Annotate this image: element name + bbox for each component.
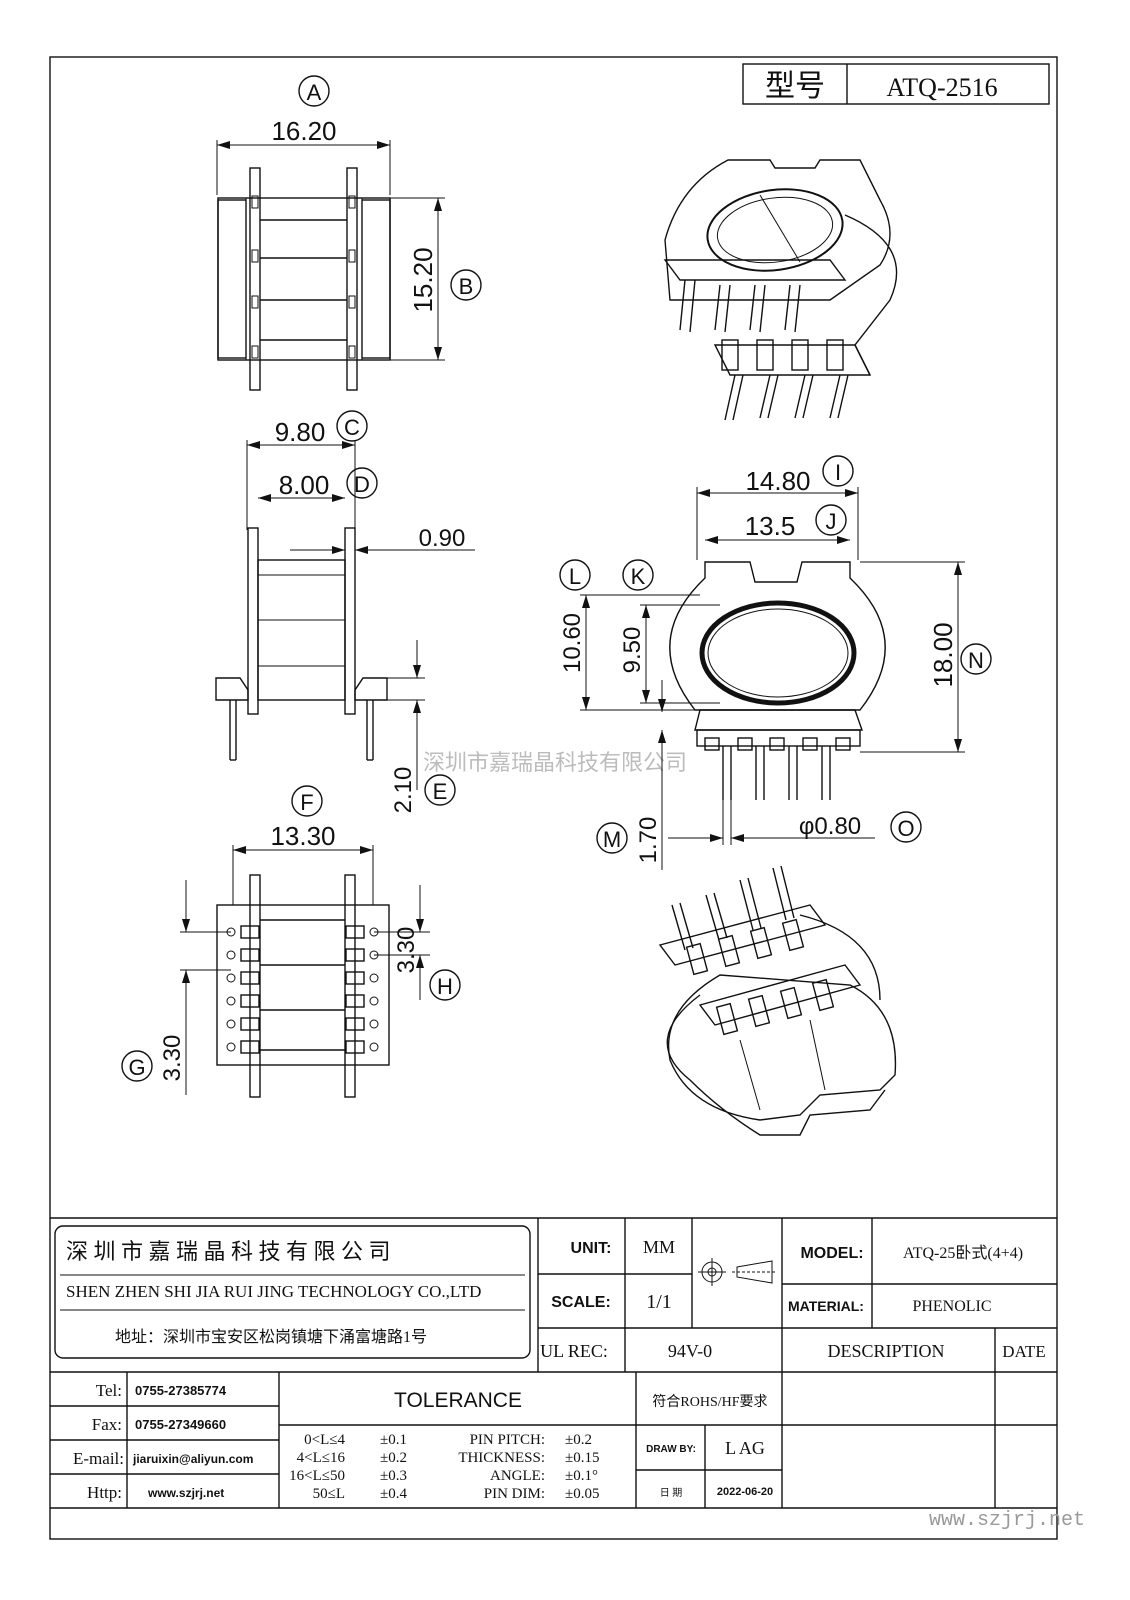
tol-item-value-3: ±0.05	[565, 1486, 599, 1502]
dim-c: 9.80	[275, 417, 326, 447]
marker-h: H	[437, 974, 453, 999]
title-block: 深 圳 市 嘉 瑞 晶 科 技 有 限 公 司 SHEN ZHEN SHI JI…	[50, 1217, 1057, 1509]
scale-label: SCALE:	[551, 1294, 611, 1311]
tol-item-1: THICKNESS:	[458, 1450, 545, 1466]
ul-label: UL REC:	[540, 1341, 608, 1361]
tol-item-0: PIN PITCH:	[470, 1432, 545, 1448]
marker-e: E	[433, 779, 448, 804]
dim-a-width: 16.20	[271, 116, 336, 146]
tol-value-0: ±0.1	[380, 1432, 407, 1448]
pin-pads-left	[226, 925, 260, 1054]
fax-value[interactable]: 0755-27349660	[135, 1417, 226, 1432]
unit-label: UNIT:	[571, 1240, 612, 1257]
marker-f: F	[300, 790, 313, 815]
draw-by-label: DRAW BY:	[646, 1444, 696, 1455]
email-value[interactable]: jiaruixin@aliyun.com	[132, 1452, 253, 1466]
dim-m: 1.70	[635, 817, 662, 864]
tol-item-value-0: ±0.2	[565, 1432, 592, 1448]
isometric-view-bottom	[658, 865, 897, 1136]
marker-o: O	[897, 816, 914, 841]
company-address: 地址：深圳市宝安区松岗镇塘下涌富塘路1号	[115, 1328, 427, 1346]
tol-item-3: PIN DIM:	[484, 1486, 545, 1502]
tol-value-1: ±0.2	[380, 1450, 407, 1466]
marker-a: A	[307, 80, 322, 105]
dim-i: 14.80	[745, 466, 810, 496]
dim-e: 2.10	[390, 767, 417, 814]
tol-range-2: 16<L≤50	[289, 1468, 345, 1484]
marker-c: C	[344, 415, 360, 440]
view-a-top: A 16.20 15.20 B	[216, 75, 482, 391]
company-box	[54, 1225, 531, 1359]
marker-a-circle	[298, 75, 330, 107]
date-label: 日 期	[660, 1487, 683, 1499]
date-value: 2022-06-20	[717, 1486, 773, 1498]
marker-i: I	[835, 460, 841, 485]
tolerance-items: PIN PITCH: ±0.2 THICKNESS: ±0.15 ANGLE: …	[458, 1432, 599, 1502]
dim-h: 3.30	[393, 927, 420, 974]
tol-range-0: 0<L≤4	[304, 1432, 345, 1448]
tol-range-3: 50≤L	[313, 1486, 345, 1502]
model-value: ATQ-25卧式(4+4)	[903, 1244, 1023, 1262]
email-label: E-mail:	[73, 1449, 124, 1468]
isometric-view-top	[663, 159, 898, 421]
marker-n: N	[968, 648, 984, 673]
tel-label: Tel:	[96, 1381, 122, 1400]
tolerance-ranges: 0<L≤4 ±0.1 4<L≤16 ±0.2 16<L≤50 ±0.3 50≤L…	[289, 1432, 407, 1502]
ul-value: 94V-0	[668, 1341, 712, 1361]
marker-d: D	[354, 472, 370, 497]
sheet-border	[49, 56, 1058, 1540]
projection-symbol-icon	[698, 1258, 777, 1286]
tolerance-title: TOLERANCE	[394, 1389, 522, 1412]
tol-value-3: ±0.4	[380, 1486, 407, 1502]
dim-a-height: 15.20	[408, 247, 438, 312]
fax-label: Fax:	[92, 1415, 122, 1434]
scale-value: 1/1	[646, 1291, 672, 1313]
marker-l: L	[569, 564, 581, 589]
footer-url: www.szjrj.net	[929, 1509, 1085, 1532]
pin-pads-right	[345, 925, 379, 1054]
marker-g: G	[128, 1055, 145, 1080]
dim-o: φ0.80	[799, 813, 861, 840]
dim-f: 13.30	[270, 821, 335, 851]
tol-value-2: ±0.3	[380, 1468, 407, 1484]
view-front: 14.80 I 13.5 J 10.60 L	[559, 455, 992, 870]
view-c-side: 9.80 C 8.00 D 0.90	[215, 410, 475, 814]
description-label: DESCRIPTION	[827, 1341, 944, 1361]
dim-thk: 0.90	[419, 525, 466, 552]
rohs-note: 符合ROHS/HF要求	[652, 1394, 767, 1410]
marker-b-circle	[450, 269, 482, 301]
dim-j: 13.5	[745, 511, 796, 541]
tel-value[interactable]: 0755-27385774	[135, 1383, 227, 1398]
tol-range-1: 4<L≤16	[297, 1450, 346, 1466]
tol-item-2: ANGLE:	[490, 1468, 545, 1484]
dim-d: 8.00	[279, 470, 330, 500]
company-name-cn: 深 圳 市 嘉 瑞 晶 科 技 有 限 公 司	[66, 1239, 391, 1264]
marker-b: B	[459, 274, 474, 299]
date-header: DATE	[1002, 1342, 1045, 1361]
unit-value: MM	[643, 1237, 675, 1257]
title-model: ATQ-2516	[886, 73, 997, 102]
title-label: 型号	[765, 70, 825, 103]
watermark-text: 深圳市嘉瑞晶科技有限公司	[423, 750, 687, 775]
title-box: 型号 ATQ-2516	[742, 63, 1050, 105]
tol-item-value-1: ±0.15	[565, 1450, 599, 1466]
material-value: PHENOLIC	[912, 1298, 991, 1315]
material-label: MATERIAL:	[788, 1298, 864, 1314]
marker-j: J	[826, 509, 837, 534]
marker-k: K	[631, 564, 646, 589]
dim-g: 3.30	[159, 1035, 186, 1082]
dim-n: 18.00	[928, 622, 958, 687]
view-f-bottom: F 13.30	[121, 785, 461, 1098]
tol-item-value-2: ±0.1°	[565, 1468, 598, 1484]
draw-by-value: L AG	[725, 1438, 765, 1458]
http-value[interactable]: www.szjrj.net	[147, 1486, 224, 1500]
http-label: Http:	[87, 1483, 122, 1502]
company-name-en: SHEN ZHEN SHI JIA RUI JING TECHNOLOGY CO…	[66, 1282, 481, 1301]
dim-l: 10.60	[559, 613, 586, 673]
model-label: MODEL:	[800, 1245, 863, 1262]
marker-m: M	[603, 827, 621, 852]
dim-k: 9.50	[619, 627, 646, 674]
